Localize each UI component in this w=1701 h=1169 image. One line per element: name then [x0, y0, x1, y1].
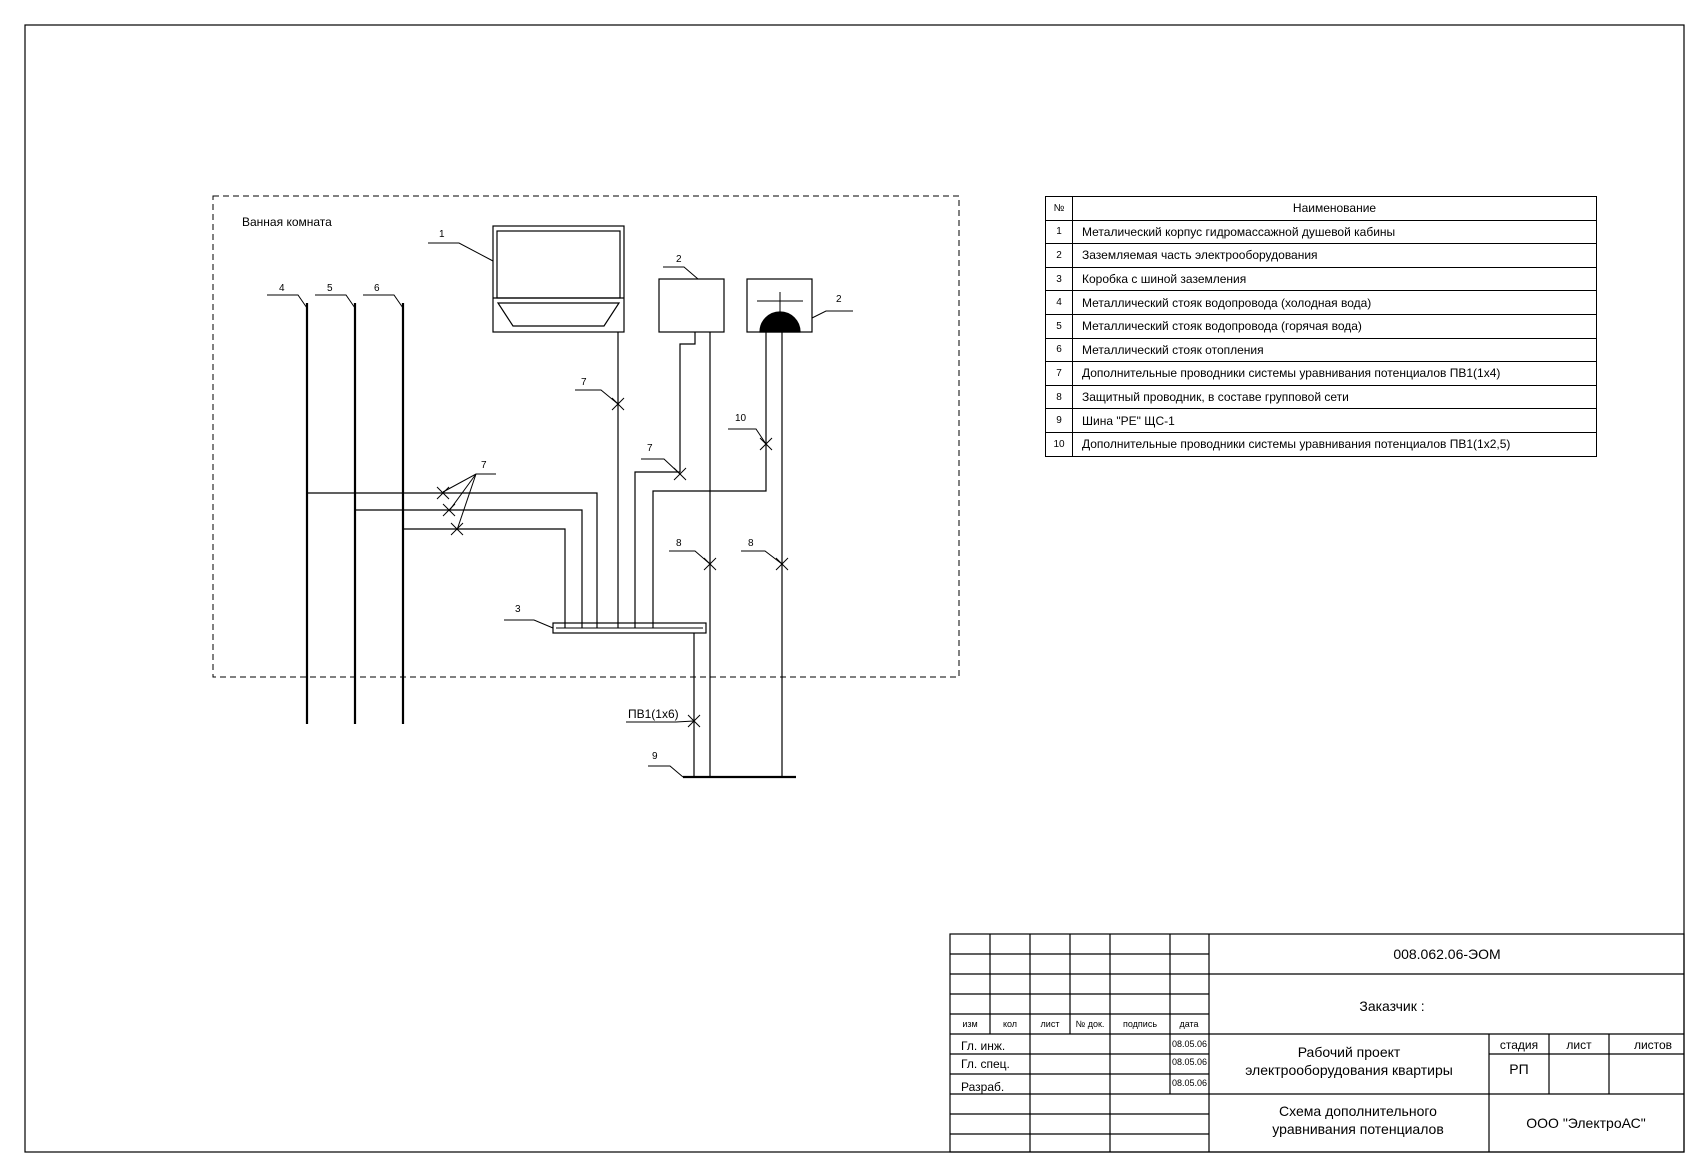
callout-9: 9 [652, 751, 658, 762]
date-3: 08.05.06 [1172, 1078, 1207, 1088]
callout-2a: 2 [676, 254, 682, 265]
legend-header: № Наименование [1045, 196, 1597, 221]
callout-7a: 7 [581, 377, 587, 388]
callout-6: 6 [374, 283, 380, 294]
project-line-2: электрооборудования квартиры [1245, 1062, 1453, 1078]
legend-name: Дополнительные проводники системы уравни… [1072, 431, 1597, 457]
legend-name: Металлический стояк водопровода (горячая… [1072, 313, 1597, 339]
legend-no: 5 [1045, 313, 1073, 339]
legend-no: 6 [1045, 337, 1073, 363]
legend-no: 4 [1045, 290, 1073, 315]
legend-name: Коробка с шиной заземления [1072, 266, 1597, 292]
col-kol: кол [1003, 1019, 1017, 1029]
callout-4: 4 [279, 283, 285, 294]
pv-label: ПВ1(1х6) [628, 707, 679, 721]
sheet-frame [24, 24, 1685, 1153]
stage-value: РП [1509, 1061, 1528, 1077]
col-podpis: подпись [1123, 1019, 1157, 1029]
sheet-label: лист [1566, 1038, 1592, 1052]
sheets-label: листов [1634, 1038, 1672, 1052]
legend-name: Металлический стояк отопления [1072, 337, 1597, 363]
legend-name: Металический корпус гидромассажной душев… [1072, 219, 1597, 245]
legend-name: Заземляемая часть электрооборудования [1072, 243, 1597, 268]
date-2: 08.05.06 [1172, 1057, 1207, 1067]
role-developer: Разраб. [961, 1080, 1004, 1094]
equipment-box-2b [746, 278, 813, 333]
callout-3: 3 [515, 604, 521, 615]
drawing-title-line-2: уравнивания потенциалов [1272, 1121, 1444, 1137]
callout-5: 5 [327, 283, 333, 294]
callout-8b: 8 [748, 538, 754, 549]
col-list: лист [1041, 1019, 1060, 1029]
room-boundary [212, 195, 960, 678]
legend-header-no: № [1045, 196, 1073, 221]
col-izm: изм [962, 1019, 977, 1029]
legend-no: 2 [1045, 243, 1073, 268]
title-block [949, 933, 1685, 1153]
date-1: 08.05.06 [1172, 1039, 1207, 1049]
stage-label: стадия [1500, 1038, 1538, 1052]
col-data: дата [1179, 1019, 1198, 1029]
title-block-text: 008.062.06-ЭОМ Заказчик : изм кол лист №… [961, 946, 1672, 1137]
legend-no: 1 [1045, 219, 1073, 245]
callout-2b: 2 [836, 294, 842, 305]
role-chief-engineer: Гл. инж. [961, 1039, 1005, 1053]
legend-no: 8 [1045, 384, 1073, 410]
legend-no: 7 [1045, 361, 1073, 386]
drawing-title-line-1: Схема дополнительного [1279, 1103, 1437, 1119]
legend-name: Металлический стояк водопровода (холодна… [1072, 290, 1597, 315]
equipment-box-2a [658, 278, 725, 333]
project-line-1: Рабочий проект [1298, 1044, 1401, 1060]
callout-1: 1 [439, 229, 445, 240]
legend-no: 10 [1045, 431, 1073, 457]
room-label: Ванная комната [242, 215, 332, 229]
shower-cabin [492, 225, 625, 333]
callout-7c: 7 [481, 460, 487, 471]
doc-code: 008.062.06-ЭОМ [1393, 946, 1500, 962]
legend-name: Дополнительные проводники системы уравни… [1072, 361, 1597, 386]
customer-label: Заказчик : [1359, 998, 1424, 1014]
legend-name: Защитный проводник, в составе групповой … [1072, 384, 1597, 410]
callout-10: 10 [735, 413, 747, 424]
callout-8a: 8 [676, 538, 682, 549]
conductor-ticks [436, 397, 789, 728]
role-chief-specialist: Гл. спец. [961, 1057, 1010, 1071]
legend-no: 3 [1045, 266, 1073, 292]
schematic [267, 225, 853, 779]
legend-name: Шина "PE" ЩС-1 [1072, 408, 1597, 433]
legend-no: 9 [1045, 408, 1073, 433]
grounding-box [552, 622, 707, 634]
callout-7b: 7 [647, 443, 653, 454]
col-ndoc: № док. [1076, 1019, 1105, 1029]
legend-header-name: Наименование [1072, 196, 1597, 221]
company-name: ООО "ЭлектроАС" [1526, 1115, 1645, 1131]
